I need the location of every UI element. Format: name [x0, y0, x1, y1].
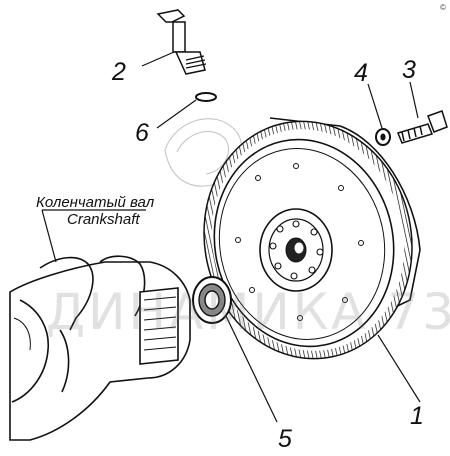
callout-5: 5: [278, 425, 292, 453]
part-6-o-ring: [195, 92, 217, 102]
caption-russian: Коленчатый вал: [36, 194, 155, 211]
watermark-text: ДИНАМИКА 73: [46, 283, 450, 341]
callout-1: 1: [410, 402, 424, 430]
callout-4: 4: [354, 59, 368, 87]
callout-6: 6: [135, 119, 149, 147]
copyright-mark: ©: [440, 3, 446, 12]
part-1-flywheel: [203, 117, 421, 360]
caption-english: Crankshaft: [67, 211, 140, 228]
callout-2: 2: [112, 58, 126, 86]
part-2-fitting: [156, 9, 207, 75]
callout-3: 3: [402, 56, 416, 84]
part-3-bolt: [396, 110, 448, 144]
part-5-bearing: [192, 276, 232, 324]
leader-lines: [41, 51, 421, 423]
part-4-washer: [375, 128, 391, 146]
crankshaft: [9, 255, 191, 441]
